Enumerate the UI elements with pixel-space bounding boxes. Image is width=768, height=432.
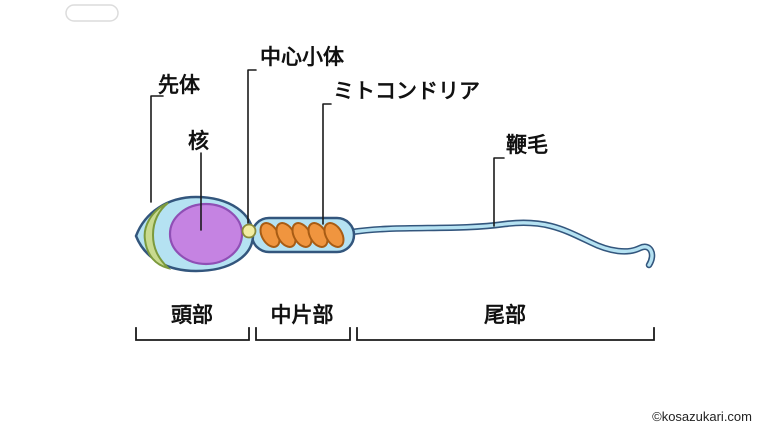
flagellum-shape bbox=[348, 219, 656, 269]
leader-flagellum bbox=[493, 157, 505, 227]
label-centriole: 中心小体 bbox=[260, 46, 345, 69]
label-midpiece-region: 中片部 bbox=[271, 303, 334, 327]
leader-centriole bbox=[247, 69, 257, 224]
mitochondrion-segment bbox=[323, 222, 345, 248]
label-head-region: 頭部 bbox=[171, 303, 213, 327]
centriole-shape bbox=[241, 223, 257, 239]
label-tail-region: 尾部 bbox=[484, 303, 526, 327]
bracket-head bbox=[135, 327, 250, 341]
leader-acrosome bbox=[150, 95, 164, 203]
leader-mitochondria bbox=[322, 103, 332, 225]
label-flagellum: 鞭毛 bbox=[506, 134, 548, 157]
label-nucleus: 核 bbox=[188, 129, 209, 153]
bracket-midpiece bbox=[255, 327, 351, 341]
label-acrosome: 先体 bbox=[158, 74, 201, 97]
nucleus-shape bbox=[168, 202, 244, 266]
label-mitochondria: ミトコンドリア bbox=[333, 80, 480, 103]
bracket-tail bbox=[356, 327, 655, 341]
flagellum-core bbox=[350, 221, 654, 267]
watermark: ©kosazukari.com bbox=[652, 409, 752, 424]
mitochondria-coil bbox=[259, 222, 345, 248]
decorative-shape bbox=[65, 4, 119, 22]
acrosome-shape bbox=[143, 202, 172, 270]
